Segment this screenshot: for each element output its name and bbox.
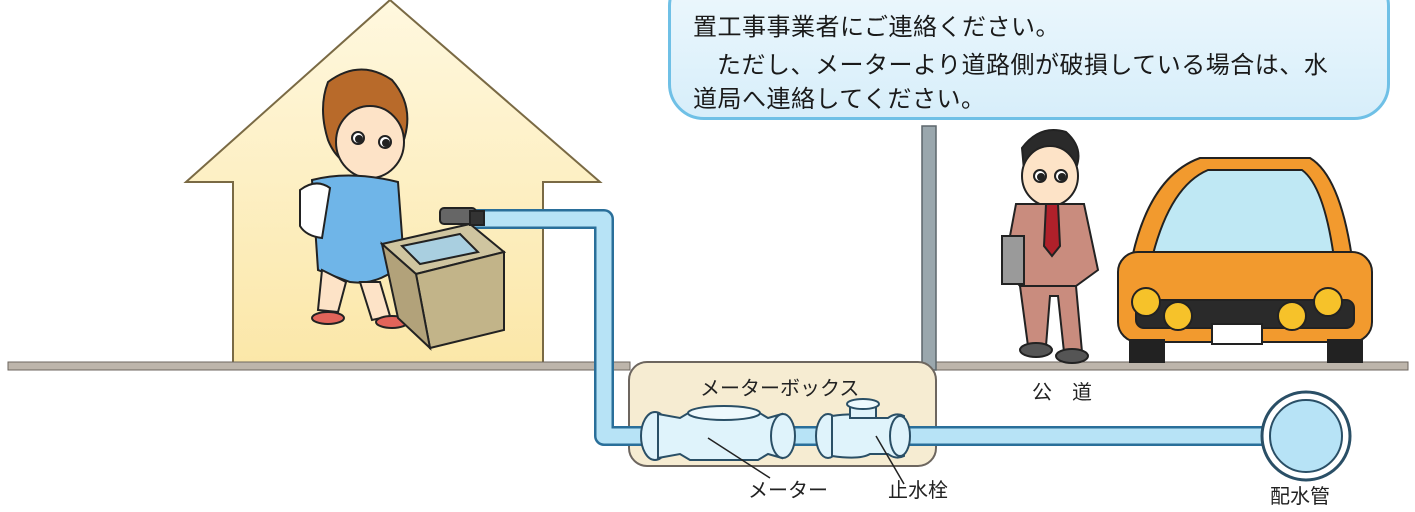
property-boundary-post	[921, 125, 937, 371]
meter-box-label: メーターボックス	[700, 376, 860, 400]
distribution-pipe-label: 配水管	[1270, 484, 1330, 508]
water-pipe	[468, 209, 1270, 446]
woman-figure	[299, 68, 409, 329]
notice-bubble: 置工事事業者にご連絡ください。 ただし、メーターより道路側が破損している場合は、…	[668, 0, 1390, 120]
sink-cabinet	[379, 222, 507, 351]
ground-line-left	[7, 361, 631, 371]
car	[1117, 157, 1373, 363]
public-road-label: 公 道	[1032, 380, 1092, 404]
notice-line-2: ただし、メーターより道路側が破損している場合は、水	[717, 51, 1329, 79]
stop-valve-label: 止水栓	[888, 478, 948, 502]
notice-line-3: 道局へ連絡してください。	[693, 85, 986, 113]
distribution-main	[1260, 390, 1352, 482]
man-figure	[1001, 129, 1100, 364]
leader-lines	[707, 435, 905, 485]
ground-line-right	[935, 361, 1409, 371]
notice-line-1: 置工事事業者にご連絡ください。	[693, 13, 1061, 41]
water-meter	[640, 405, 796, 461]
meter-label: メーター	[748, 478, 828, 502]
stop-valve	[815, 398, 911, 459]
faucet	[439, 207, 485, 226]
